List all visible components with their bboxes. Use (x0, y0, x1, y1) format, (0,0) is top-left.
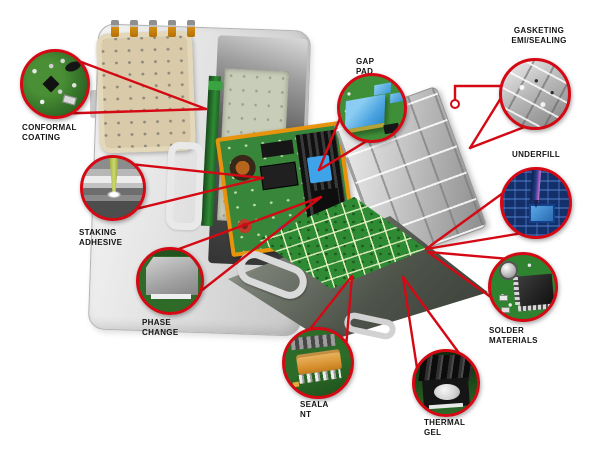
rf-connector (187, 20, 195, 37)
callout-phase-change (136, 247, 204, 315)
label-line: MATERIALS (489, 335, 538, 345)
rf-connector (168, 20, 176, 37)
round-component (236, 218, 253, 235)
pcb-component (62, 94, 77, 106)
label-line: COATING (22, 132, 61, 142)
pad-edge (151, 294, 191, 299)
thermal-gel-blob (434, 384, 460, 400)
rf-connector (111, 20, 119, 37)
label-line: THERMAL (424, 418, 466, 427)
label-line: PAD (356, 66, 374, 76)
resistor (501, 307, 510, 313)
gasketing-point-marker (450, 99, 460, 109)
label-gasketing: GASKETING EMI/SEALING (500, 26, 578, 45)
ribbed-component (290, 333, 336, 351)
plate-edge (428, 402, 464, 410)
label-line: CONFORMAL (22, 123, 77, 132)
beam-gasketing-elbow (453, 84, 504, 102)
label-sealant: SEALA NT (300, 400, 329, 419)
ic-chip (259, 161, 299, 191)
callout-conformal-coating (20, 49, 90, 119)
gap-pad-large (344, 94, 386, 134)
gap-pad-small (389, 91, 404, 104)
phase-change-pad (146, 257, 198, 295)
label-phase-change: PHASE CHANGE (142, 318, 178, 337)
antenna-panel (95, 30, 197, 154)
label-line: STAKING (79, 228, 117, 237)
label-line: ADHESIVE (79, 237, 123, 247)
callout-solder-materials (488, 252, 558, 322)
callout-gap-pad (337, 73, 407, 143)
label-line: EMI/SEALING (511, 35, 567, 45)
label-gap-pad: GAP PAD (356, 57, 374, 76)
adhesive-dot (107, 191, 121, 198)
resistor (499, 295, 508, 301)
callout-thermal-gel (412, 349, 480, 417)
rf-connector (149, 20, 157, 37)
qfp-chip (517, 273, 555, 307)
enclosure-strut (165, 141, 205, 231)
gap-pad-small (373, 82, 392, 96)
label-line: CHANGE (142, 327, 179, 337)
label-line: SOLDER (489, 326, 525, 335)
label-thermal-gel: THERMAL GEL (424, 418, 465, 437)
thermal-pad (306, 154, 333, 184)
toroid-inductor (227, 153, 258, 183)
label-line: GAP (356, 57, 375, 66)
callout-gasketing (499, 58, 571, 130)
label-conformal-coating: CONFORMAL COATING (22, 123, 77, 142)
label-staking-adhesive: STAKING ADHESIVE (79, 228, 122, 247)
label-line: GASKETING (513, 26, 565, 35)
ic-chip (260, 139, 295, 158)
rf-connector (130, 20, 138, 37)
label-line: PHASE (142, 318, 172, 327)
pcb-chip (42, 75, 60, 93)
callout-underfill (500, 167, 572, 239)
label-line: SEALA (300, 400, 329, 409)
pcb-component (63, 59, 83, 74)
callout-sealant (282, 327, 354, 399)
dispenser-needle (109, 158, 119, 194)
sealant-dot (292, 381, 300, 388)
label-line: GEL (424, 427, 442, 437)
label-solder-materials: SOLDER MATERIALS (489, 326, 538, 345)
dispenser-needle (529, 170, 542, 203)
label-line: UNDERFILL (512, 150, 561, 159)
capacitor (499, 261, 518, 280)
needle-tip (533, 200, 539, 208)
label-underfill: UNDERFILL (512, 150, 560, 160)
label-line: NT (300, 409, 312, 419)
callout-staking-adhesive (80, 155, 146, 221)
flip-chip (529, 204, 555, 223)
